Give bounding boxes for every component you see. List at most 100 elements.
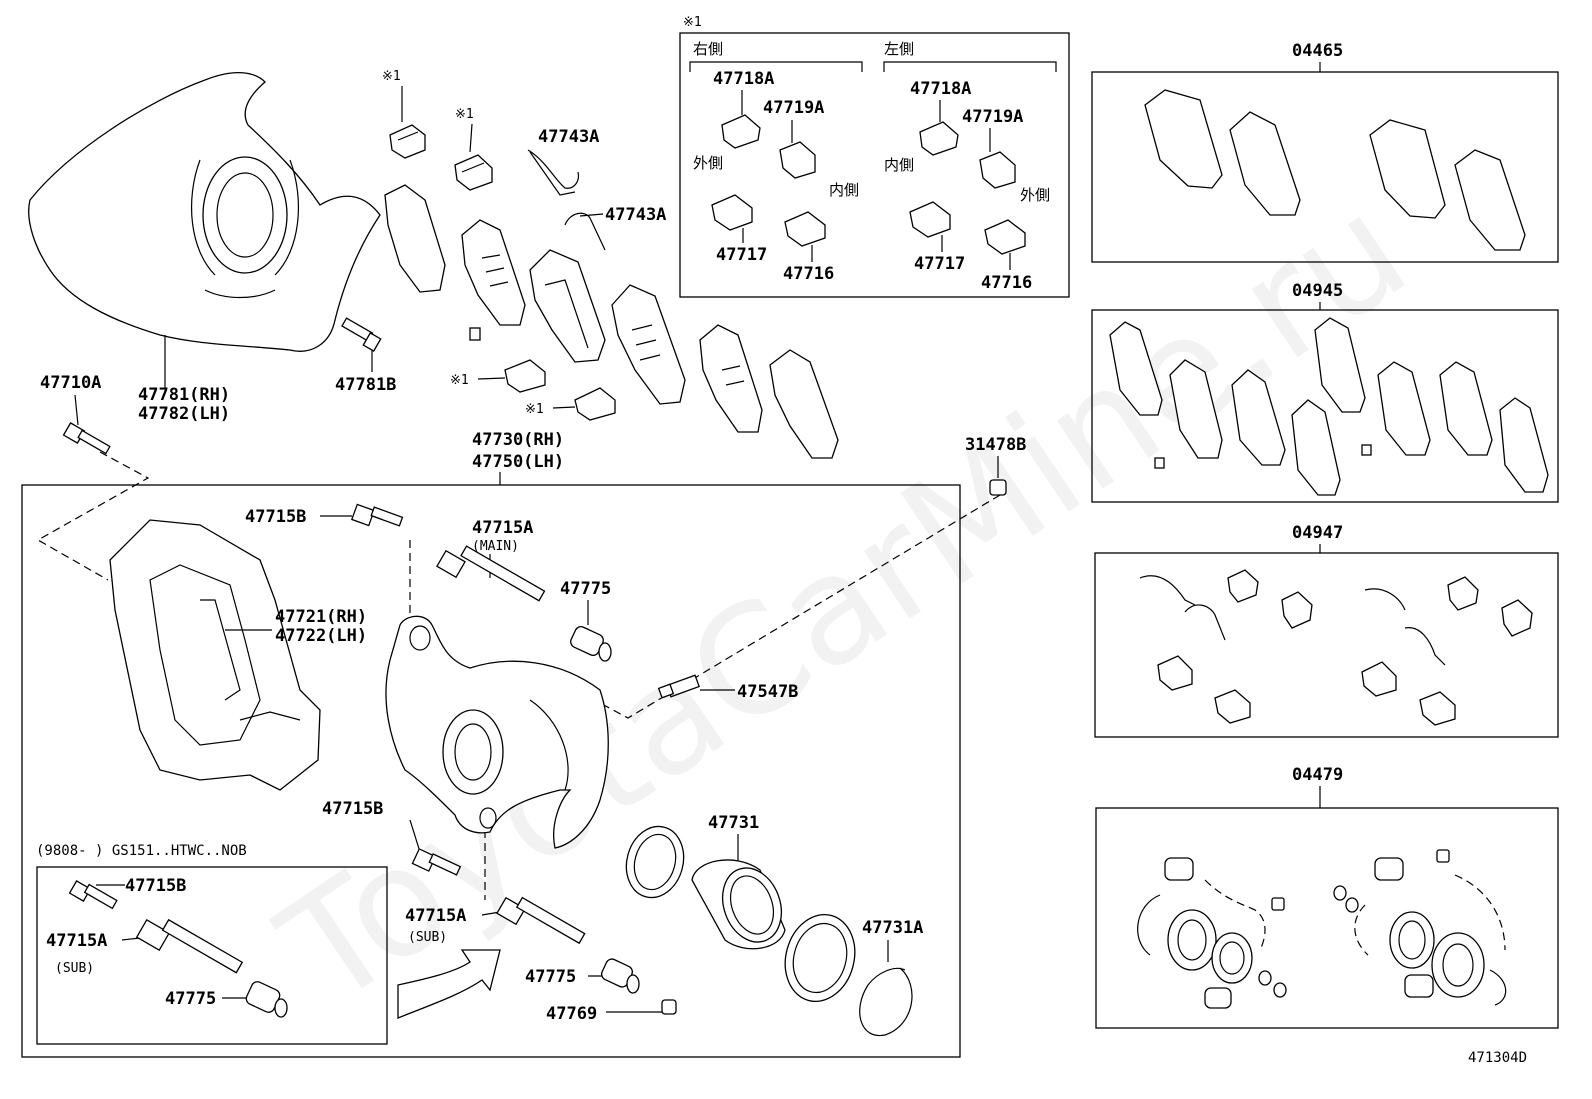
clip-47718a-r[interactable] <box>721 114 761 149</box>
label-sub-note: (SUB) <box>408 930 447 945</box>
pad-clip-1[interactable] <box>389 124 426 159</box>
label-47775-2: 47775 <box>525 967 576 987</box>
note-mark-2: ※1 <box>455 107 474 122</box>
brake-pad-1[interactable] <box>384 184 446 293</box>
pin-boot-47775-2[interactable] <box>600 957 640 994</box>
condition-note: (9808- ) GS151..HTWC..NOB <box>36 843 247 859</box>
label-31478b: 31478B <box>965 435 1026 455</box>
label-47781-rh: 47781(RH) <box>138 385 230 405</box>
pad-small-clip[interactable] <box>469 327 481 341</box>
label-47710a: 47710A <box>40 373 101 393</box>
direction-arrow <box>397 949 501 1019</box>
label-left-side: 左側 <box>884 40 914 58</box>
label-47718a-l: 47718A <box>910 79 971 99</box>
label-47721-rh: 47721(RH) <box>275 607 367 627</box>
label-47731a: 47731A <box>862 918 923 938</box>
label-47730-rh: 47730(RH) <box>472 430 564 450</box>
label-inset-47775: 47775 <box>165 989 216 1009</box>
label-47719a-l: 47719A <box>962 107 1023 127</box>
label-47715a-main: 47715A <box>472 518 533 538</box>
label-inset-47715b: 47715B <box>125 876 186 896</box>
label-47718a-r: 47718A <box>713 69 774 89</box>
guide-pin-main[interactable] <box>436 545 546 602</box>
label-kit-04947: 04947 <box>1292 523 1343 543</box>
label-kit-04465: 04465 <box>1292 41 1343 61</box>
inset-bolt-47715b[interactable] <box>68 880 118 910</box>
brake-pad-3[interactable] <box>529 249 606 363</box>
inset-guide-pin[interactable] <box>135 918 244 974</box>
label-47769: 47769 <box>546 1004 597 1024</box>
caliper-assembly-box <box>21 484 961 1058</box>
label-47743a-2: 47743A <box>605 205 666 225</box>
label-47716-r: 47716 <box>783 264 834 284</box>
bolt-47710a[interactable] <box>62 422 111 455</box>
label-47781b: 47781B <box>335 375 396 395</box>
caliper-body[interactable] <box>385 615 609 849</box>
diagram-code: 471304D <box>1468 1050 1527 1066</box>
inset-box <box>36 866 388 1045</box>
clip-47717-l[interactable] <box>909 201 951 238</box>
note-mark-box: ※1 <box>683 15 702 30</box>
label-47731: 47731 <box>708 813 759 833</box>
clip-set-box <box>679 32 1070 298</box>
kit-04465-pads <box>1144 89 1526 251</box>
pad-clip-2[interactable] <box>454 154 493 191</box>
label-inner-l: 内側 <box>884 156 914 174</box>
pin-boot-47775-1[interactable] <box>569 625 612 662</box>
clip-47716-l[interactable] <box>984 219 1026 255</box>
label-47715b-2: 47715B <box>322 799 383 819</box>
caliper-piston[interactable] <box>691 859 791 951</box>
label-47775-1: 47775 <box>560 579 611 599</box>
label-47547b: 47547B <box>737 682 798 702</box>
label-47717-l: 47717 <box>914 254 965 274</box>
label-47722-lh: 47722(LH) <box>275 626 367 646</box>
inset-pin-boot[interactable] <box>244 980 288 1018</box>
anti-squeal-spring-1[interactable] <box>529 151 576 196</box>
pad-clip-4[interactable] <box>574 387 616 421</box>
caliper-mounting-bracket[interactable] <box>109 519 321 791</box>
bleeder-plug-47547b[interactable] <box>657 674 700 699</box>
cap-31478b[interactable] <box>989 479 1007 496</box>
label-47715a-sub: 47715A <box>405 906 466 926</box>
label-kit-04479: 04479 <box>1292 765 1343 785</box>
brake-pad-2[interactable] <box>461 219 526 326</box>
bolt-47715b-2[interactable] <box>411 848 462 876</box>
label-inner-r: 内側 <box>829 181 859 199</box>
clip-47719a-l[interactable] <box>979 151 1016 189</box>
brake-pad-6[interactable] <box>769 349 839 459</box>
cylinder-boot[interactable] <box>776 907 864 1010</box>
label-47715b-1: 47715B <box>245 507 306 527</box>
kit-04945-pads <box>1109 317 1549 496</box>
disc-dust-cover[interactable] <box>28 71 381 352</box>
clip-47719a-r[interactable] <box>779 141 816 179</box>
kit-box-04947[interactable] <box>1094 552 1559 738</box>
bolt-47781b[interactable] <box>341 317 382 352</box>
kit-box-04465[interactable] <box>1091 71 1559 263</box>
label-47750-lh: 47750(LH) <box>472 452 564 472</box>
note-mark-4: ※1 <box>525 402 544 417</box>
brake-pad-4[interactable] <box>611 284 686 405</box>
clip-47716-r[interactable] <box>784 211 826 247</box>
anti-squeal-spring-2[interactable] <box>564 212 606 251</box>
brake-pad-5[interactable] <box>699 324 763 433</box>
label-47743a-1: 47743A <box>538 127 599 147</box>
guide-pin-sub[interactable] <box>496 896 586 945</box>
label-inset-47715a: 47715A <box>46 931 107 951</box>
set-ring[interactable] <box>859 967 913 1037</box>
piston-seal[interactable] <box>619 820 692 904</box>
kit-04479-seals <box>1137 849 1507 1009</box>
bolt-47715b-1[interactable] <box>350 503 404 527</box>
clip-47718a-l[interactable] <box>919 121 959 156</box>
bushing-47769[interactable] <box>661 999 677 1015</box>
kit-box-04479[interactable] <box>1095 807 1559 1029</box>
label-47717-r: 47717 <box>716 245 767 265</box>
label-outer-l: 外側 <box>1020 186 1050 204</box>
clip-47717-r[interactable] <box>711 194 753 231</box>
label-outer-r: 外側 <box>693 154 723 172</box>
note-mark-3: ※1 <box>450 373 469 388</box>
kit-box-04945[interactable] <box>1091 309 1559 503</box>
label-47782-lh: 47782(LH) <box>138 404 230 424</box>
label-47716-l: 47716 <box>981 273 1032 293</box>
pad-clip-3[interactable] <box>504 359 546 393</box>
